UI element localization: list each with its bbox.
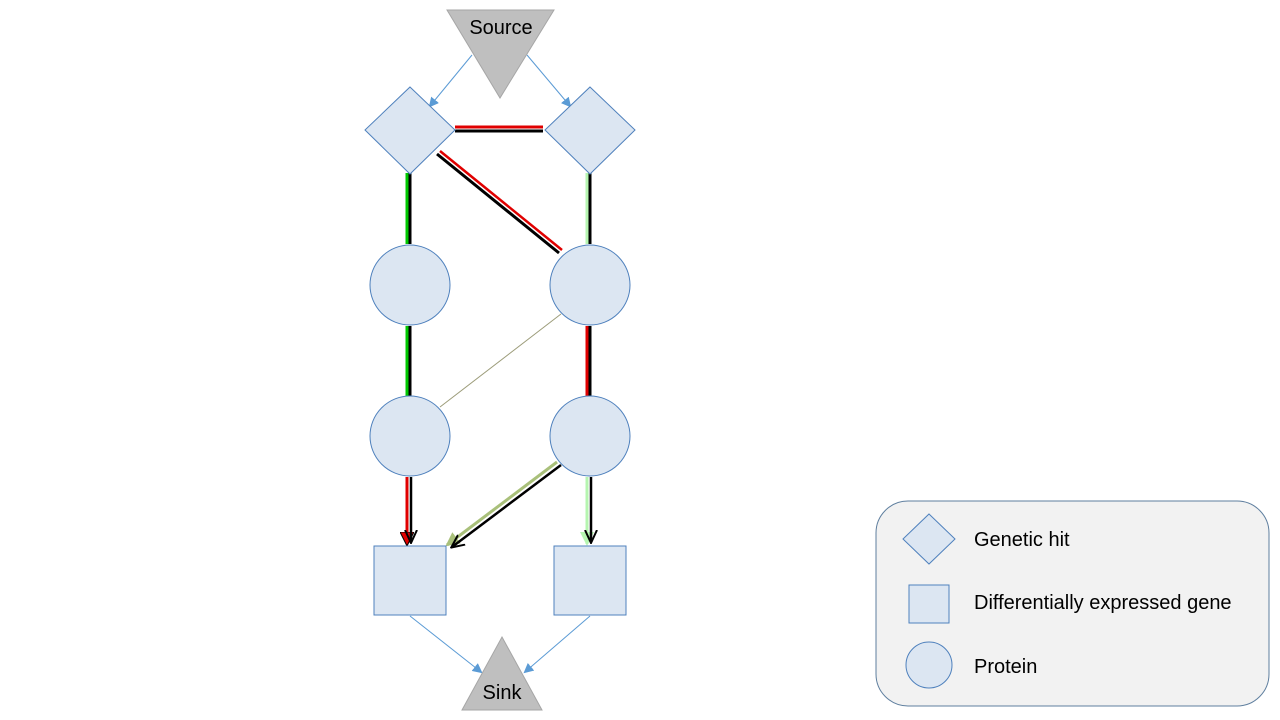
edge-left-hit-to-right-protein: [436, 150, 563, 255]
gene-node-left: [373, 545, 447, 616]
edge-source-to-left-hit: [428, 54, 473, 108]
genetic-hit-node-right: [544, 86, 636, 175]
legend-label-differentially-expressed-gene: Differentially expressed gene: [974, 592, 1232, 614]
protein-node-upper-right: [549, 244, 631, 326]
edge-right-protein-chain: [585, 326, 592, 396]
edge-right-lower-protein-to-right-gene: [580, 477, 591, 546]
edge-right-protein-to-left-lower-protein: [439, 313, 562, 408]
source-node: Source: [446, 9, 555, 99]
sink-label: Sink: [483, 682, 523, 704]
edge-source-to-right-hit: [526, 54, 572, 108]
legend-box: [875, 500, 1270, 707]
edge-hit-hit: [455, 125, 543, 133]
protein-node-lower-right: [549, 395, 631, 477]
edge-left-hit-to-left-protein: [405, 173, 412, 244]
edge-left-gene-to-sink: [409, 615, 483, 674]
square-icon: [908, 584, 950, 624]
protein-node-upper-left: [369, 244, 451, 326]
edge-left-lower-protein-to-left-gene: [407, 477, 411, 544]
gene-node-right: [553, 545, 627, 616]
edge-right-lower-protein-to-left-gene: [445, 460, 562, 547]
edge-left-protein-chain: [405, 326, 412, 396]
legend-label-protein: Protein: [974, 656, 1037, 678]
source-label: Source: [469, 17, 532, 39]
protein-node-lower-left: [369, 395, 451, 477]
genetic-hit-node-left: [364, 86, 456, 175]
edge-right-gene-to-sink: [523, 615, 591, 674]
diamond-icon: [902, 513, 956, 565]
sink-node: Sink: [461, 635, 543, 711]
legend-label-genetic-hit: Genetic hit: [974, 529, 1070, 551]
legend: Genetic hit Differentially expressed gen…: [875, 500, 1270, 707]
edge-right-hit-to-right-protein: [585, 173, 592, 244]
circle-icon: [905, 641, 953, 689]
